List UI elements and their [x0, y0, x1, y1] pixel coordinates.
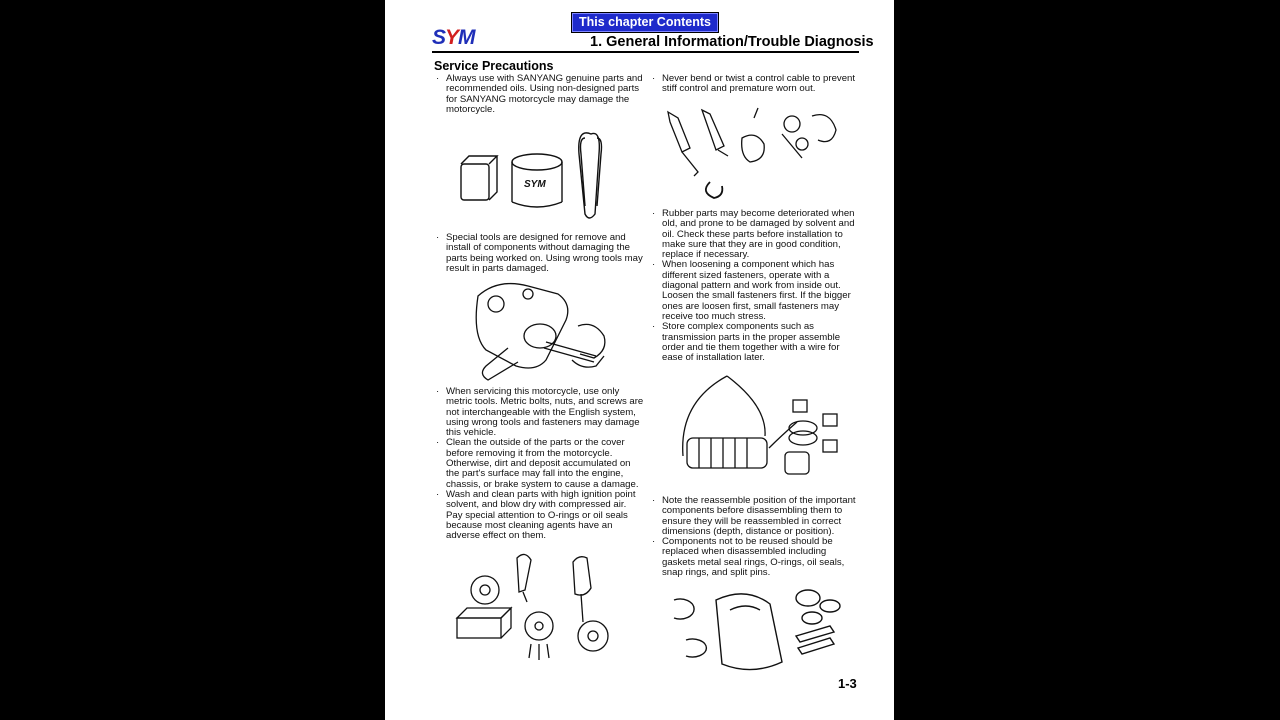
- right-text-block-1: ·Never bend or twist a control cable to …: [650, 73, 860, 95]
- list-item: ·When loosening a component which has di…: [652, 259, 851, 322]
- list-item: ·Store complex components such as transm…: [652, 321, 841, 364]
- list-item: ·Never bend or twist a control cable to …: [652, 73, 856, 95]
- left-text-block-2: ·Special tools are designed for remove a…: [434, 232, 644, 274]
- transmission-parts-illustration: [677, 372, 847, 488]
- right-text-block-3: ·Note the reassemble position of the imp…: [650, 495, 860, 579]
- parts-logo-text: SYM: [524, 179, 546, 190]
- replacement-parts-illustration: [660, 584, 850, 676]
- list-item: ·Note the reassemble position of the imp…: [652, 495, 856, 537]
- list-item: ·Special tools are designed for remove a…: [436, 232, 643, 274]
- control-cable-illustration: [662, 104, 842, 202]
- list-item: ·Rubber parts may become deteriorated wh…: [652, 208, 855, 261]
- right-text-block-2: ·Rubber parts may become deteriorated wh…: [650, 208, 860, 364]
- left-text-block-3: ·When servicing this motorcycle, use onl…: [434, 386, 644, 542]
- left-text-block-1: ·Always use with SANYANG genuine parts a…: [434, 73, 644, 115]
- genuine-parts-illustration: SYM: [457, 122, 637, 222]
- list-item: ·When servicing this motorcycle, use onl…: [436, 386, 644, 439]
- page-number: 1-3: [838, 676, 857, 691]
- manual-page: This chapter Contents SYM 1. General Inf…: [385, 0, 894, 720]
- list-item: ·Components not to be reused should be r…: [652, 536, 845, 579]
- chapter-title: 1. General Information/Trouble Diagnosis: [590, 34, 874, 50]
- header-rule: [432, 51, 859, 53]
- list-item: ·Wash and clean parts with high ignition…: [436, 488, 636, 542]
- cleaning-parts-illustration: [455, 548, 630, 666]
- section-title: Service Precautions: [434, 59, 554, 73]
- list-item: ·Clean the outside of the parts or the c…: [436, 437, 639, 490]
- list-item: ·Always use with SANYANG genuine parts a…: [436, 73, 643, 115]
- sym-logo: SYM: [432, 26, 476, 49]
- chapter-contents-button[interactable]: This chapter Contents: [571, 12, 719, 33]
- special-tool-illustration: [468, 276, 613, 386]
